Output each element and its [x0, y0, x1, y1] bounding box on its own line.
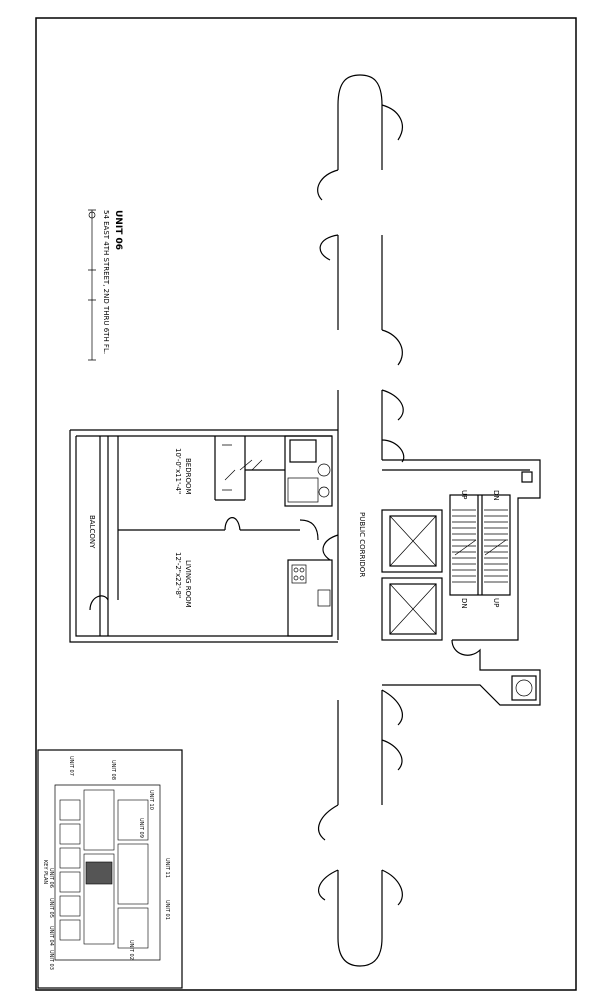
key-unit-02: UNIT 02 — [128, 940, 134, 960]
bedroom-size-label: 10'-0"x11'-4" — [174, 448, 182, 494]
key-unit-03: UNIT 03 — [48, 950, 54, 970]
key-unit-09: UNIT 09 — [138, 818, 144, 838]
corridor-label: PUBLIC CORRIDOR — [358, 512, 366, 577]
unit-address: 54 EAST 4TH STREET, 2ND THRU 6TH FL. — [102, 210, 110, 354]
unit-title: UNIT 06 — [113, 210, 123, 250]
unit-06: BEDROOM 10'-0"x11'-4" LIVING ROOM 12'-2"… — [69, 429, 338, 643]
building-core: UP DN DN UP — [381, 459, 541, 706]
public-corridor: PUBLIC CORRIDOR — [317, 74, 405, 967]
key-unit-04: UNIT 04 — [48, 926, 54, 946]
stair-dn-label-2: DN — [460, 598, 468, 609]
living-room-size-label: 12'-2"x22'-8" — [174, 552, 182, 598]
key-plan-title: KEY PLAN — [42, 860, 48, 884]
stair-dn-label-1: DN — [492, 490, 500, 501]
key-unit-01: UNIT 01 — [164, 900, 170, 920]
stair-up-label-1: UP — [460, 490, 468, 499]
key-unit-10: UNIT 10 — [148, 790, 154, 810]
key-unit-05: UNIT 05 — [48, 898, 54, 918]
stair-up-label-2: UP — [492, 598, 500, 607]
sheet-border — [35, 17, 577, 991]
living-room-name-label: LIVING ROOM — [184, 560, 192, 608]
bedroom-name-label: BEDROOM — [184, 458, 192, 495]
key-unit-06: UNIT 06 — [48, 868, 54, 888]
key-unit-07: UNIT 07 — [68, 756, 74, 776]
key-unit-11: UNIT 11 — [164, 858, 170, 878]
title-block: UNIT 06 54 EAST 4TH STREET, 2ND THRU 6TH… — [88, 209, 123, 361]
key-plan: KEY PLAN UNIT 07 UNIT 08 UNIT 09 UNIT 10… — [37, 749, 183, 989]
key-unit-08: UNIT 08 — [110, 760, 116, 780]
balcony-label: BALCONY — [88, 515, 96, 549]
